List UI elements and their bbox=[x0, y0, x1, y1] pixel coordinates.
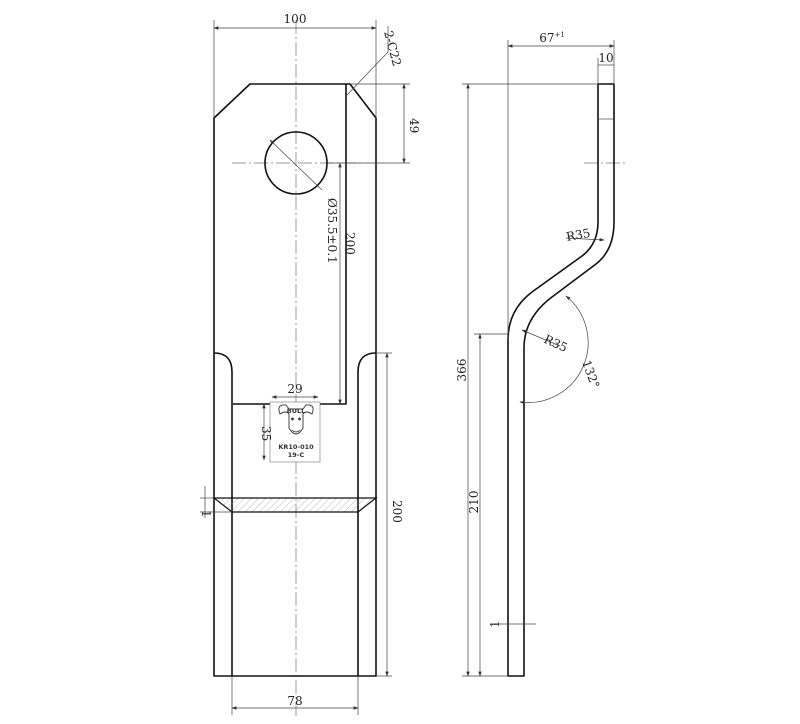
inner-edge-right bbox=[357, 352, 377, 676]
dim-total-length: 366 bbox=[455, 359, 469, 382]
dim-side-thickness-mark: 1 bbox=[488, 620, 502, 628]
logo-brand: BULL bbox=[287, 407, 306, 415]
dim-lower-length: 210 bbox=[467, 491, 481, 514]
dim-radius-upper: R35 bbox=[565, 226, 591, 244]
blade-outline bbox=[213, 83, 377, 677]
dim-slot-width: 29 bbox=[287, 382, 302, 396]
dim-side-offset: 67+1 bbox=[539, 31, 565, 45]
dim-hole-offset: 49 bbox=[407, 118, 421, 133]
side-profile bbox=[507, 83, 615, 677]
diameter-leader bbox=[269, 139, 323, 191]
dim-logo-height: 35 bbox=[259, 426, 273, 441]
dim-thickness-mark: 1 bbox=[199, 510, 213, 518]
dim-bottom-width: 78 bbox=[287, 694, 302, 708]
chamfer-leader bbox=[345, 51, 389, 97]
dim-bend-angle: 132° bbox=[579, 358, 602, 390]
inner-edge-left bbox=[213, 352, 233, 676]
front-view: BULL KR10-010 19-C 100 2-C22 49 Ø35.5±0.… bbox=[199, 12, 421, 718]
side-view: 67+1 10 R35 R35 132° 366 210 1 bbox=[455, 31, 628, 677]
mounting-hole bbox=[264, 131, 328, 195]
dim-hole-diameter: Ø35.5±0.1 bbox=[325, 198, 339, 264]
dim-radius-lower: R35 bbox=[542, 332, 570, 355]
dim-side-thickness: 10 bbox=[598, 51, 613, 65]
bend-angle-arc bbox=[519, 295, 589, 405]
logo-code-line1: KR10-010 bbox=[278, 443, 314, 451]
dim-blade-length: 200 bbox=[390, 500, 404, 523]
dim-width-top: 100 bbox=[284, 12, 307, 26]
bevel-hatch bbox=[212, 497, 378, 513]
radius-upper-leader bbox=[565, 237, 605, 242]
dim-chamfer: 2-C22 bbox=[381, 29, 404, 68]
bull-head-icon bbox=[278, 404, 314, 435]
logo-code-line2: 19-C bbox=[288, 451, 305, 459]
logo-stamp: BULL KR10-010 19-C bbox=[262, 395, 321, 463]
dim-hole-to-slot: 200 bbox=[343, 232, 357, 255]
